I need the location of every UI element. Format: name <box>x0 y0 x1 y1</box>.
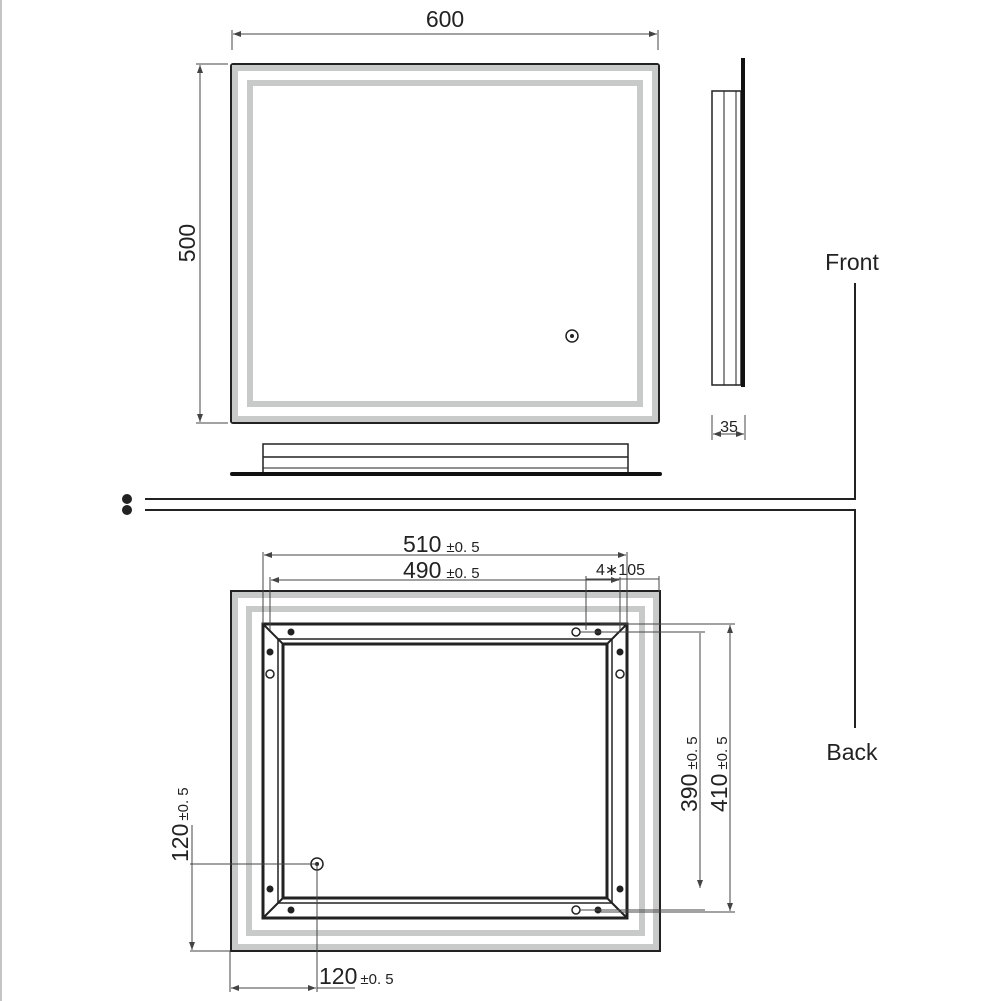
width-label: 600 <box>426 6 464 32</box>
height-label: 500 <box>174 224 200 262</box>
led-band-outer <box>232 65 658 422</box>
back-view-dim-switch-h-tol-text: ±0. 5 <box>360 971 393 988</box>
back-label: Back <box>826 739 878 765</box>
svg-text:510±0. 5: 510 ±0. 5 <box>403 531 480 557</box>
back-view-dim-510-value-text: 510 <box>403 531 441 557</box>
mirror-outline <box>230 63 660 424</box>
back-view: 510 ±0. 5 490 ±0. 5 4∗105 390 ±0. 5 <box>167 531 735 992</box>
width-dimension: 600 <box>231 6 659 50</box>
svg-text:490±0. 5: 490 ±0. 5 <box>403 557 480 583</box>
svg-text:120±0. 5: 120±0. 5 <box>319 963 394 989</box>
dim-490: 490 ±0. 5 <box>269 557 621 630</box>
bottom-view <box>230 443 662 476</box>
side-view: 35 <box>711 58 746 440</box>
connector-dot <box>122 505 132 515</box>
height-dimension: 500 <box>174 63 228 424</box>
led-band-inner <box>247 80 643 407</box>
svg-text:410±0. 5: 410 ±0. 5 <box>706 736 732 812</box>
dim-switch-horizontal: 120±0. 5 <box>229 864 394 992</box>
back-view-dim-switch-v-tol-text: ±0. 5 <box>175 787 192 820</box>
front-view: 600 500 <box>174 6 660 424</box>
back-view-dim-510-tol-text: ±0. 5 <box>446 539 479 556</box>
back-view-dim-hole-spacing-text: 4∗105 <box>596 562 645 579</box>
back-view-dim-410-value-text: 410 <box>706 774 732 812</box>
svg-text:120±0. 5: 120 ±0. 5 <box>167 787 193 862</box>
back-view-dim-switch-h-value-text: 120 <box>319 963 357 989</box>
view-connectors: Front Back <box>122 249 879 765</box>
front-label: Front <box>825 249 879 275</box>
touch-switch-icon <box>565 329 579 343</box>
dim-390: 390 ±0. 5 <box>580 631 705 911</box>
depth-label: 35 <box>720 419 738 436</box>
back-view-dim-410-tol-text: ±0. 5 <box>714 736 731 769</box>
back-view-dim-390-tol-text: ±0. 5 <box>684 736 701 769</box>
connector-dot <box>122 494 132 504</box>
dim-410: 410 ±0. 5 <box>600 623 735 913</box>
svg-text:390±0. 5: 390 ±0. 5 <box>676 736 702 812</box>
dim-hole-spacing: 4∗105 <box>585 562 660 630</box>
back-view-dim-490-value-text: 490 <box>403 557 441 583</box>
back-view-dim-490-tol-text: ±0. 5 <box>446 565 479 582</box>
back-panel <box>281 642 609 900</box>
back-view-dim-switch-v-value-text: 120 <box>167 824 193 862</box>
dim-510: 510 ±0. 5 <box>262 531 628 624</box>
screw-holes <box>266 628 624 914</box>
dim-switch-vertical: 120 ±0. 5 <box>167 787 317 952</box>
back-view-dim-390-value-text: 390 <box>676 774 702 812</box>
